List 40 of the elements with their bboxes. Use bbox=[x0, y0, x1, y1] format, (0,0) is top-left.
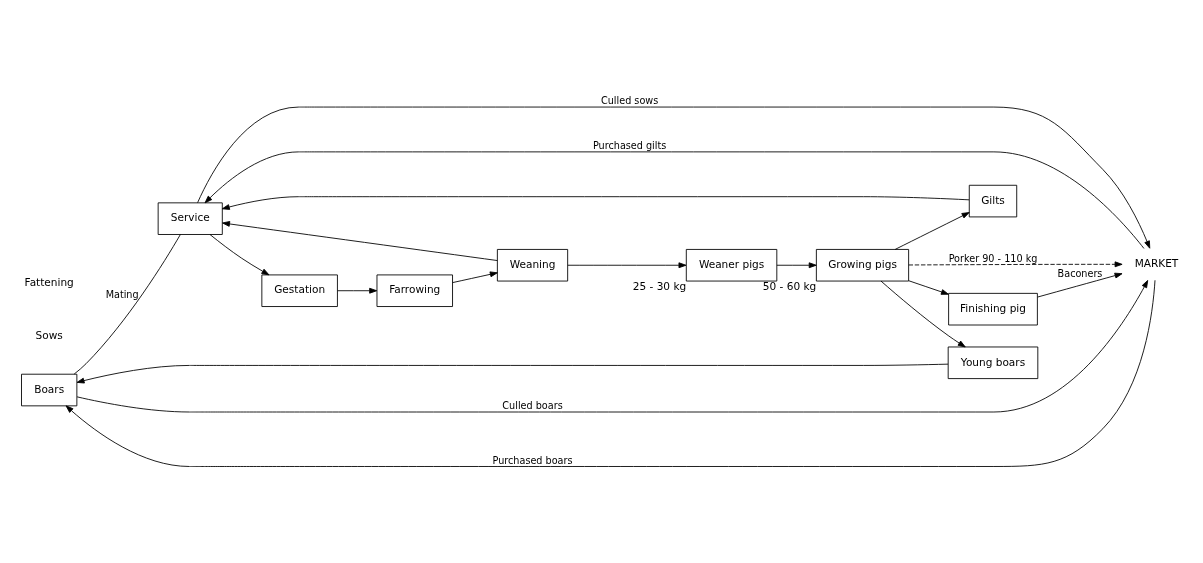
arrow bbox=[1037, 272, 1123, 298]
edge-label: Baconers bbox=[1057, 268, 1103, 280]
edge-label: Porker 90 - 110 kg bbox=[948, 253, 1038, 265]
edge-label: Culled boars bbox=[502, 400, 563, 412]
connector bbox=[73, 234, 181, 375]
label: Fattening bbox=[24, 275, 74, 288]
node-box: Farrowing bbox=[376, 274, 453, 307]
node-text: MARKET bbox=[1134, 257, 1179, 270]
node-box: Growing pigs bbox=[815, 249, 910, 282]
node-box: Service bbox=[157, 202, 223, 235]
arrow bbox=[908, 280, 949, 295]
node-box: Gilts bbox=[968, 184, 1018, 218]
label: Sows bbox=[35, 329, 63, 342]
arrow bbox=[452, 271, 498, 284]
arrow bbox=[76, 280, 1149, 413]
edge-label: Culled sows bbox=[601, 95, 659, 107]
arrow bbox=[776, 262, 817, 269]
node-box: Boars bbox=[21, 373, 78, 407]
arrow bbox=[204, 151, 1145, 249]
node-box: Weaner pigs bbox=[685, 249, 778, 282]
arrow bbox=[908, 261, 1123, 268]
node-label: 50 - 60 kg bbox=[762, 279, 817, 292]
arrow bbox=[894, 212, 970, 250]
arrow bbox=[209, 234, 270, 276]
arrow bbox=[65, 279, 1156, 467]
node-label: 25 - 30 kg bbox=[632, 279, 687, 292]
node-box: Weaning bbox=[496, 249, 569, 282]
arrow bbox=[337, 287, 378, 294]
arrow bbox=[221, 196, 970, 210]
arrow bbox=[880, 280, 966, 348]
arrow bbox=[222, 221, 498, 261]
node-box: Young boars bbox=[947, 346, 1039, 380]
edge-label: Purchased boars bbox=[492, 454, 573, 466]
node-box: Gestation bbox=[261, 274, 338, 307]
edge-label: Purchased gilts bbox=[592, 140, 667, 152]
arrow bbox=[76, 363, 949, 384]
arrow bbox=[197, 106, 1151, 249]
arrow bbox=[567, 262, 687, 269]
node-box: Finishing pig bbox=[948, 292, 1038, 326]
edge-label: Mating bbox=[105, 288, 139, 300]
